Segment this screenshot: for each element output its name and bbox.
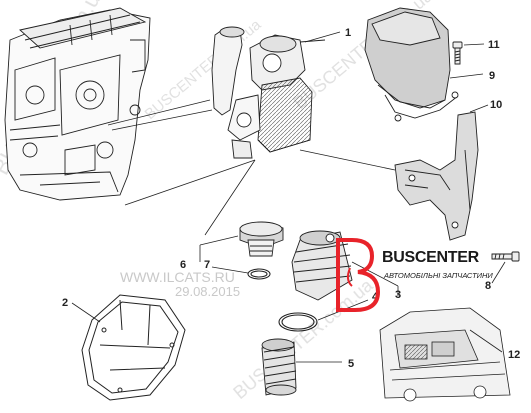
- leader-1: [304, 31, 341, 43]
- callout-2: 2: [62, 297, 68, 309]
- oil-filter-housing-icon: [211, 26, 326, 159]
- callout-7: 7: [204, 259, 210, 271]
- callout-9: 9: [489, 70, 495, 82]
- callout-10: 10: [490, 99, 502, 111]
- leader-9: [449, 73, 484, 79]
- callout-1: 1: [345, 27, 351, 39]
- callout-6: 6: [180, 259, 186, 271]
- oil-cap-icon: [239, 221, 284, 257]
- leader-10: [469, 104, 489, 113]
- callout-8: 8: [485, 280, 491, 292]
- leader-11: [463, 43, 485, 46]
- bolt-icon: [491, 251, 520, 262]
- timing-cover-icon: [364, 7, 459, 122]
- o-ring-icon: [247, 268, 271, 280]
- logo-tagline: АВТОМОБІЛЬНІ ЗАПЧАСТИНИ: [383, 271, 493, 280]
- leader-6: [199, 235, 239, 246]
- leader-8: [491, 261, 506, 284]
- watermark-ilcats: WWW.ILCATS.RU: [120, 269, 235, 285]
- watermark-date: 29.08.2015: [175, 284, 240, 299]
- leader-2: [71, 302, 101, 323]
- gasket-icon: [81, 294, 186, 401]
- leader-12: [469, 329, 503, 353]
- callout-3: 3: [395, 289, 401, 301]
- buscenter-logo: BUSCENTER АВТОМОБІЛЬНІ ЗАПЧАСТИНИ: [336, 238, 493, 312]
- logo-brand: BUSCENTER: [382, 249, 480, 266]
- o-ring-icon: [278, 312, 318, 332]
- logo-b-mark: [336, 238, 381, 312]
- bolt-icon: [452, 41, 463, 65]
- leader-engine-to-housing: [107, 99, 211, 126]
- oil-filter-icon: [261, 338, 297, 396]
- callout-5: 5: [348, 358, 354, 370]
- callout-11: 11: [488, 39, 500, 51]
- bracket-icon: [394, 111, 479, 241]
- leader-3: [351, 261, 399, 287]
- engine-block-icon: [4, 7, 151, 201]
- leader-housing-left: [124, 159, 256, 206]
- leader-housing-right: [299, 149, 396, 171]
- leader-housing-down: [204, 159, 256, 236]
- leader-7: [211, 266, 249, 274]
- van-icon: [379, 307, 511, 402]
- callout-12: 12: [508, 349, 520, 361]
- leader-engine-to-housing-2: [111, 109, 213, 131]
